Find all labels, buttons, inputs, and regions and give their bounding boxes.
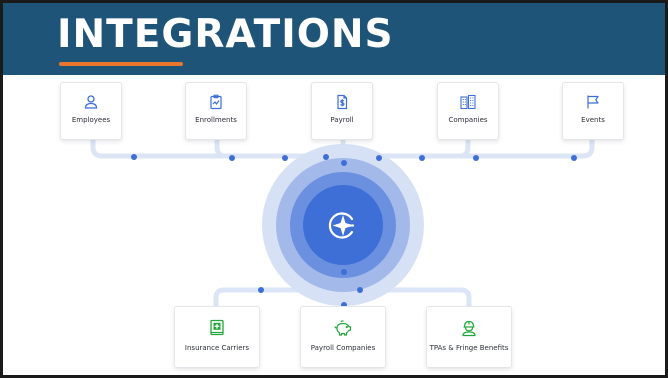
dot	[473, 155, 479, 161]
source-card-events[interactable]: Events	[562, 82, 624, 140]
dot	[282, 155, 288, 161]
destination-label: Insurance Carriers	[184, 344, 250, 352]
source-card-enrollments[interactable]: Enrollments	[185, 82, 247, 140]
source-card-employees[interactable]: Employees	[60, 82, 122, 140]
connector-companies	[456, 137, 471, 159]
dot	[419, 155, 425, 161]
title-underline	[59, 62, 183, 66]
source-label: Employees	[71, 116, 111, 124]
dot	[357, 287, 363, 293]
source-card-companies[interactable]: Companies	[437, 82, 499, 140]
dot	[229, 155, 235, 161]
dot	[571, 155, 577, 161]
dot	[323, 154, 329, 160]
source-label: Payroll	[330, 116, 354, 124]
connector-dots	[131, 154, 577, 308]
connector-enrollments	[214, 137, 229, 159]
clipboard-check-icon	[210, 94, 222, 110]
dot	[376, 155, 382, 161]
integration-diagram	[90, 137, 595, 309]
destination-label: Payroll Companies	[310, 344, 376, 352]
piggy-bank-icon	[334, 320, 352, 336]
header-bar: INTEGRATIONS	[3, 3, 665, 75]
compass-e-icon	[328, 212, 355, 239]
destination-label: TPAs & Fringe Benefits	[429, 344, 509, 352]
destination-card-tpas-fringe-benefits[interactable]: TPAs & Fringe Benefits	[426, 306, 512, 368]
dot	[258, 287, 264, 293]
destination-card-payroll-companies[interactable]: Payroll Companies	[300, 306, 386, 368]
hub	[262, 144, 424, 306]
page-title: INTEGRATIONS	[57, 12, 394, 57]
source-label: Enrollments	[195, 116, 237, 124]
dollar-document-icon	[337, 94, 348, 110]
dot	[131, 154, 137, 160]
dot	[341, 269, 347, 275]
worker-hardhat-icon	[462, 320, 476, 337]
person-icon	[84, 95, 98, 109]
source-card-payroll[interactable]: Payroll	[311, 82, 373, 140]
source-label: Events	[581, 116, 605, 124]
buildings-icon	[460, 94, 476, 110]
medical-book-icon	[210, 319, 224, 336]
dot	[341, 160, 347, 166]
destination-card-insurance-carriers[interactable]: Insurance Carriers	[174, 306, 260, 368]
flag-icon	[587, 95, 599, 109]
source-label: Companies	[448, 116, 488, 124]
